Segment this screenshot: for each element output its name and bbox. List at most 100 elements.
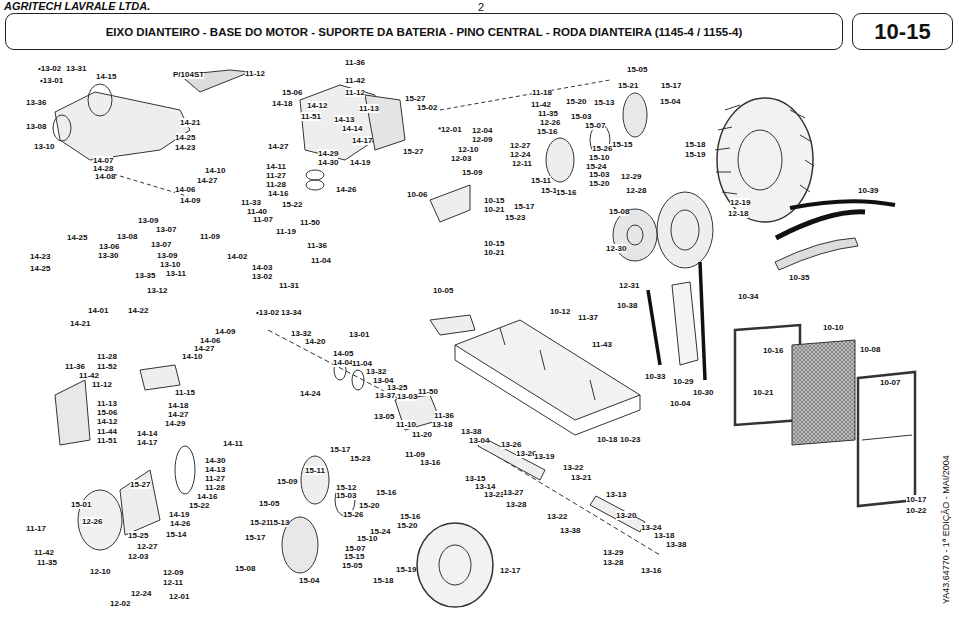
callout-number: 15-08 xyxy=(609,207,629,216)
callout-number: 14-26 xyxy=(336,185,356,194)
callout-number: 12-26 xyxy=(540,118,560,127)
callout-number: 13-09 xyxy=(138,216,158,225)
callout-number: 14-24 xyxy=(300,389,320,398)
callout-number: 15-17 xyxy=(514,202,534,211)
callout-number: 13-21 xyxy=(571,473,591,482)
callout-number: 15-06 xyxy=(282,88,302,97)
callout-number: 11-35 xyxy=(37,558,57,567)
callout-number: 14-12 xyxy=(307,101,327,110)
callout-number: 12-30 xyxy=(606,244,626,253)
callout-number: 10-15 xyxy=(484,196,504,205)
callout-number: 15-26 xyxy=(343,510,363,519)
callout-number: 13-03 xyxy=(397,392,417,401)
callout-number: 11-18 xyxy=(532,88,552,97)
callout-number: 13-02 xyxy=(252,272,272,281)
callout-number: 11-36 xyxy=(307,241,327,250)
callout-number: 10-30 xyxy=(693,388,713,397)
callout-number: 10-04 xyxy=(670,399,690,408)
page-code-box: 10-15 xyxy=(852,13,953,50)
callout-number: 14-20 xyxy=(305,337,325,346)
callout-number: 15-04 xyxy=(299,576,319,585)
callout-number: 11-33 xyxy=(241,198,261,207)
callout-number: 15-05 xyxy=(627,65,647,74)
callout-number: 10-38 xyxy=(617,301,637,310)
callout-number: 11-36 xyxy=(65,362,85,371)
callout-number: 13-05 xyxy=(374,412,394,421)
callout-number: 13-16 xyxy=(641,566,661,575)
callout-number: 14-14 xyxy=(342,124,362,133)
callout-number: 14-29 xyxy=(165,419,185,428)
callout-number: 15-19 xyxy=(685,150,705,159)
callout-number: P/104ST xyxy=(173,70,204,79)
callout-number: 14-01 xyxy=(88,306,108,315)
callout-number: 15-11 xyxy=(531,176,551,185)
callout-number: 15-20 xyxy=(397,521,417,530)
callout-number: 12-31 xyxy=(619,281,639,290)
callout-number: 13-31 xyxy=(66,64,86,73)
callout-number: 13-22 xyxy=(563,463,583,472)
callout-number: 15-18 xyxy=(685,140,705,149)
callout-number: 11-42 xyxy=(34,548,54,557)
callout-number: 15-26 xyxy=(592,144,612,153)
callout-number: 11-52 xyxy=(97,362,117,371)
callout-number: 12-11 xyxy=(512,159,532,168)
callout-number: 13-19 xyxy=(534,452,554,461)
callout-number: 15-27 xyxy=(130,480,150,489)
callout-number: 10-16 xyxy=(763,346,783,355)
callout-number: 13-29 xyxy=(603,548,623,557)
callout-number: 13-26 xyxy=(501,440,521,449)
callout-number: 15-20 xyxy=(566,97,586,106)
callout-number: 15-11 xyxy=(305,466,325,475)
callout-number: 14-21 xyxy=(180,118,200,127)
callout-number: 13-13 xyxy=(606,490,626,499)
callout-number: 10-39 xyxy=(858,186,878,195)
callout-number: 12-18 xyxy=(728,209,748,218)
callout-number: 12-26 xyxy=(82,517,102,526)
callout-number: 11-42 xyxy=(531,100,551,109)
callout-number: 13-28 xyxy=(506,500,526,509)
callout-number: 14-25 xyxy=(30,264,50,273)
callout-number: 15-16 xyxy=(400,512,420,521)
callout-number: 10-07 xyxy=(880,378,900,387)
callout-number: 15-17 xyxy=(330,445,350,454)
callout-number: 14-06 xyxy=(175,185,195,194)
callout-number: 14-10 xyxy=(182,352,202,361)
callout-number: 11-09 xyxy=(200,232,220,241)
callout-number: 10-10 xyxy=(823,323,843,332)
callout-number: 14-21 xyxy=(70,319,90,328)
callout-number: 11-37 xyxy=(578,313,598,322)
callout-number: 14-23 xyxy=(30,252,50,261)
callout-number: 12-02 xyxy=(110,599,130,608)
callout-number: 10-21 xyxy=(484,248,504,257)
callout-number: 13-16 xyxy=(420,458,440,467)
callout-number: 14-15 xyxy=(96,72,116,81)
callout-number: 11-04 xyxy=(311,256,331,265)
callout-number: 15-27 xyxy=(403,147,423,156)
callout-number: 12-03 xyxy=(451,154,471,163)
callout-number: 11-28 xyxy=(205,483,225,492)
callout-number: 15-21 xyxy=(618,81,638,90)
callout-number: 11-31 xyxy=(279,281,299,290)
callout-number: 14-29 xyxy=(318,149,338,158)
callout-number: 15-23 xyxy=(350,454,370,463)
callout-number: 13-35 xyxy=(135,271,155,280)
callout-number: 14-11 xyxy=(266,162,286,171)
callout-number: 13-36 xyxy=(26,98,46,107)
callout-number: 11-36 xyxy=(434,411,454,420)
callout-number: 15-01 xyxy=(71,500,91,509)
callout-number: 10-05 xyxy=(433,286,453,295)
callout-number: 12-01 xyxy=(169,592,189,601)
callout-number: 15-16 xyxy=(376,488,396,497)
callout-number: 14-13 xyxy=(205,465,225,474)
callout-number: 12-10 xyxy=(458,145,478,154)
heading-text: EIXO DIANTEIRO - BASE DO MOTOR - SUPORTE… xyxy=(106,26,743,38)
callout-number: 11-10 xyxy=(396,420,416,429)
callout-number: 13-08 xyxy=(117,232,137,241)
callout-number: 15-10 xyxy=(357,534,377,543)
callout-number: 14-19 xyxy=(169,510,189,519)
callout-number: 10-29 xyxy=(673,377,693,386)
title-box: EIXO DIANTEIRO - BASE DO MOTOR - SUPORTE… xyxy=(5,13,843,50)
heading-text: 10-15 xyxy=(874,19,930,45)
callout-number: 14-17 xyxy=(352,136,372,145)
callout-number: 15-17 xyxy=(661,81,681,90)
